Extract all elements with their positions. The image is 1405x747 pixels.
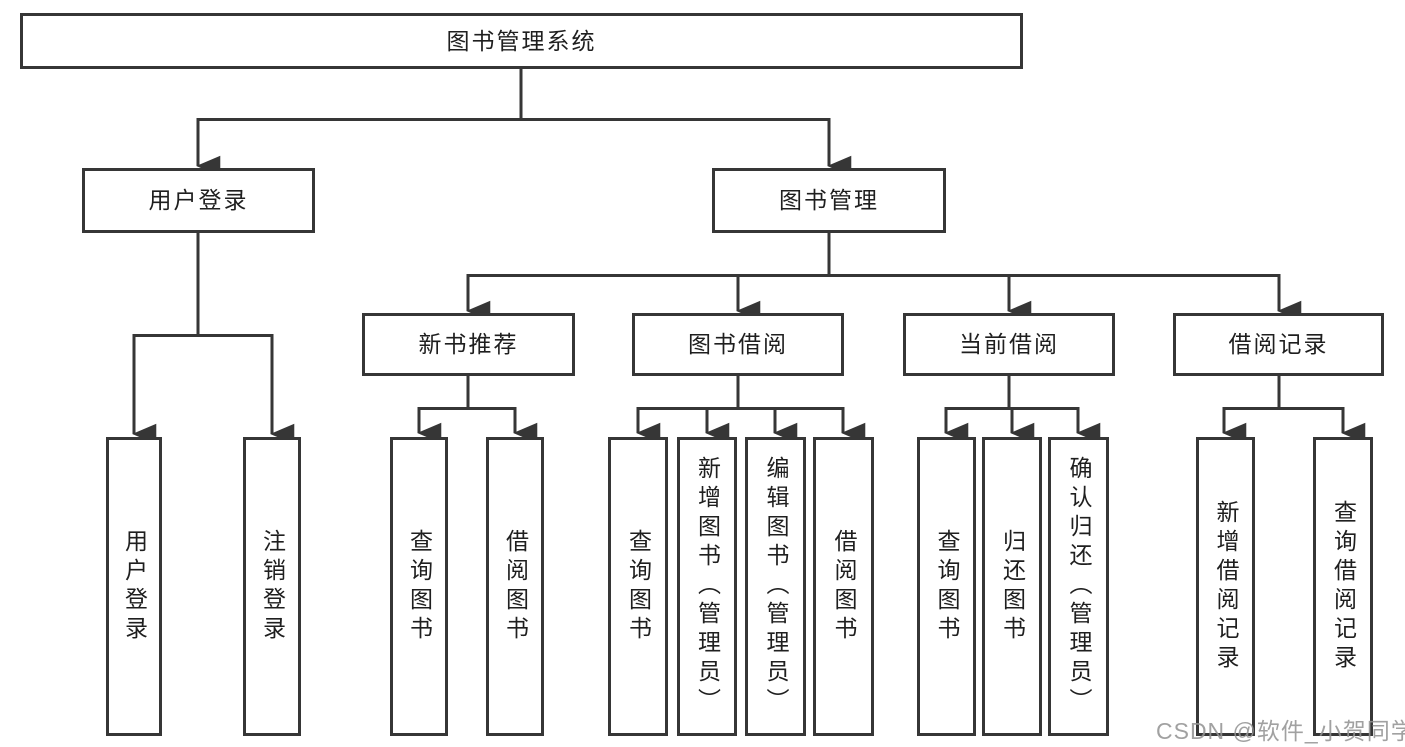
node-borrow-records: 借阅记录 [1173,313,1384,376]
csdn-watermark: CSDN @软件_小贺同学 [1156,718,1405,744]
leaf-user-login: 用户登录 [106,437,162,736]
node-root-system: 图书管理系统 [20,13,1023,69]
leaf-current-return-books: 归还图书 [982,437,1042,736]
leaf-borrow-borrow-books: 借阅图书 [813,437,874,736]
leaf-recommend-borrow-books: 借阅图书 [486,437,544,736]
leaf-logout: 注销登录 [243,437,301,736]
leaf-borrow-query-books: 查询图书 [608,437,668,736]
leaf-current-confirm-return-admin: 确认归还（管理员） [1048,437,1109,736]
node-book-borrow: 图书借阅 [632,313,844,376]
node-book-management: 图书管理 [712,168,946,233]
leaf-recommend-query-books: 查询图书 [390,437,448,736]
leaf-records-add-record: 新增借阅记录 [1196,437,1255,736]
node-current-borrow: 当前借阅 [903,313,1115,376]
node-user-login: 用户登录 [82,168,315,233]
leaf-borrow-add-books-admin: 新增图书（管理员） [677,437,737,736]
leaf-borrow-edit-books-admin: 编辑图书（管理员） [745,437,806,736]
leaf-current-query-books: 查询图书 [917,437,976,736]
node-new-book-recommend: 新书推荐 [362,313,575,376]
leaf-records-query-record: 查询借阅记录 [1313,437,1373,736]
